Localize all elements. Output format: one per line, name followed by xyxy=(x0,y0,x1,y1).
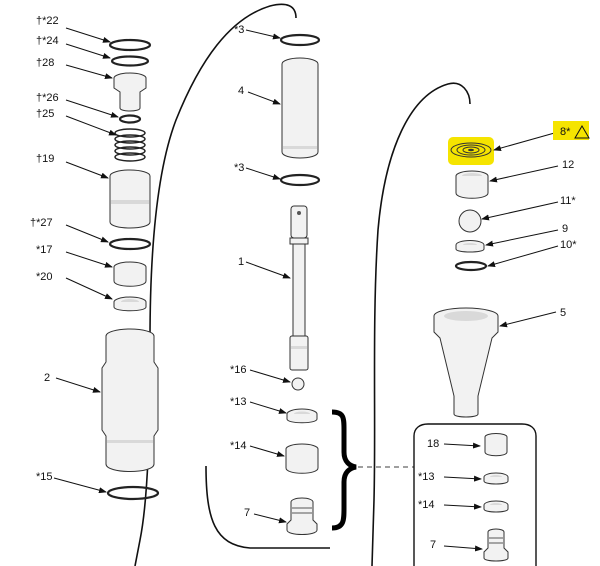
label-25: †25 xyxy=(36,108,54,120)
label-1: 1 xyxy=(238,256,244,268)
inset-label-13: *13 xyxy=(418,471,435,483)
part-13-seal-mid xyxy=(286,408,318,424)
divider-curve-bottom xyxy=(205,465,330,549)
label-8-highlight-bg xyxy=(553,121,589,140)
part-11-ball xyxy=(458,209,482,233)
label-22: †*22 xyxy=(36,15,59,27)
inset-part-13 xyxy=(483,472,509,485)
divider-curve-left xyxy=(134,3,297,566)
inset-label-7: 7 xyxy=(430,539,436,551)
part-8-highlight xyxy=(448,137,494,165)
label-20: *20 xyxy=(36,271,53,283)
label-28: †28 xyxy=(36,57,54,69)
label-14-mid: *14 xyxy=(230,440,247,452)
part-10-ring xyxy=(454,260,488,272)
part-1-rod xyxy=(289,205,309,371)
part-27-ring xyxy=(108,237,152,251)
label-2: 2 xyxy=(44,372,50,384)
label-12: 12 xyxy=(562,159,574,171)
inset-label-18: 18 xyxy=(427,438,439,450)
label-19: †19 xyxy=(36,153,54,165)
inset-part-14 xyxy=(483,500,509,513)
label-27: †*27 xyxy=(30,217,53,229)
inset-part-18 xyxy=(484,433,508,457)
group-bracket xyxy=(331,409,357,531)
label-13-mid: *13 xyxy=(230,396,247,408)
inset-label-14: *14 xyxy=(418,499,435,511)
label-3-top: *3 xyxy=(234,24,244,36)
part-14-sleeve-mid xyxy=(285,443,319,474)
label-11: 11* xyxy=(560,195,576,207)
label-7-mid: 7 xyxy=(244,507,250,519)
part-22-ring xyxy=(108,38,152,52)
part-4-cylinder xyxy=(281,57,319,159)
part-28-sleeve xyxy=(113,72,147,112)
part-17-sleeve xyxy=(113,261,147,287)
label-9: 9 xyxy=(562,223,568,235)
part-2-cylinder xyxy=(101,328,159,472)
label-4: 4 xyxy=(238,85,244,97)
label-24: †*24 xyxy=(36,35,59,47)
part-20-seal xyxy=(113,296,147,312)
inset-part-7 xyxy=(483,528,509,562)
divider-curve-middle xyxy=(371,82,471,566)
part-16-ball xyxy=(291,377,305,391)
part-3-ring-top xyxy=(279,33,321,47)
label-16: *16 xyxy=(230,364,247,376)
part-25-spring xyxy=(114,128,146,162)
label-8: 8* xyxy=(560,126,571,138)
part-19-housing xyxy=(109,169,151,229)
part-12-cap xyxy=(455,170,489,199)
label-3-bottom: *3 xyxy=(234,162,244,174)
label-10: 10* xyxy=(560,239,577,251)
part-26-ring xyxy=(118,114,142,124)
part-15-ring xyxy=(106,485,160,501)
label-17: *17 xyxy=(36,244,53,256)
part-9-seat xyxy=(455,240,485,253)
warning-triangle-icon xyxy=(574,125,590,139)
part-5-housing xyxy=(433,307,499,418)
part-24-ring xyxy=(110,55,150,67)
label-15: *15 xyxy=(36,471,53,483)
part-3-ring-bottom xyxy=(279,173,321,187)
label-26: †*26 xyxy=(36,92,59,104)
part-7-valve-mid xyxy=(286,497,318,535)
inset-box xyxy=(413,423,537,566)
label-5: 5 xyxy=(560,307,566,319)
